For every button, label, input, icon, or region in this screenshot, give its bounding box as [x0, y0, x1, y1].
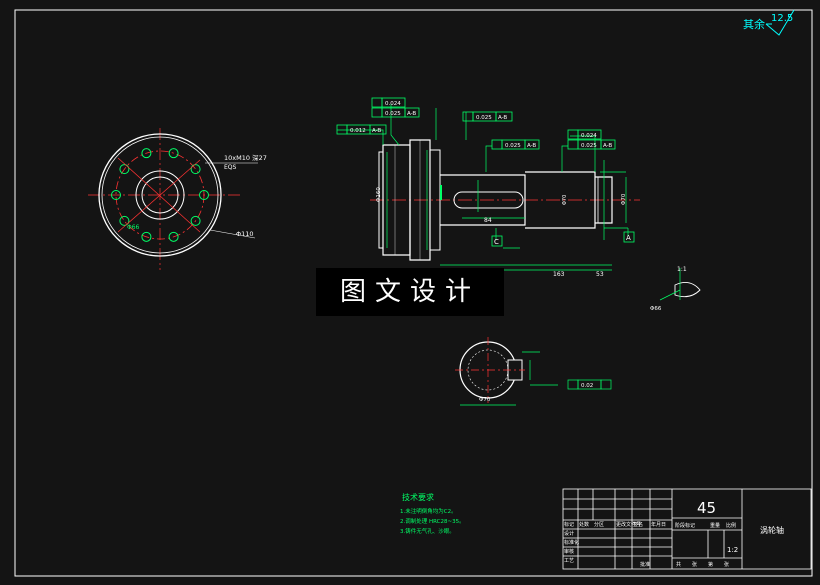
roughness-symbol: 其余 12.5: [743, 9, 795, 36]
title-block-stage-label: 阶段标记: [675, 522, 695, 529]
section-diameter: Φ70: [479, 397, 491, 403]
datum-a: A: [626, 234, 631, 242]
title-block-header-cell: 处数: [579, 521, 589, 528]
title-block-row-label: 审核: [564, 548, 574, 555]
shaft-side-view: 0.024 0.025 A-B 0.012 A-B 0.025 A-B 0.02…: [336, 97, 640, 278]
title-block: [562, 488, 812, 570]
tol-runout-3: 0.024: [581, 133, 597, 139]
tol-perp: 0.025: [476, 115, 492, 121]
technical-notes: 技术要求 1.未注明倒角均为C2。 2.调制处理 HRC28~35。 3.铸件无…: [400, 492, 465, 535]
drawing-frame: [14, 9, 813, 577]
bolt-hole-callout: 10xM10 深27: [224, 153, 267, 162]
tol-runout-2: 0.025: [385, 111, 401, 117]
title-block-header-cell: 签名: [633, 521, 643, 528]
material-text: 45: [697, 499, 716, 517]
scale-text: 1:2: [727, 546, 738, 554]
roughness-value: 12.5: [771, 13, 793, 24]
section-view: Φ70 0.02: [455, 337, 612, 406]
title-block-sheet-label: 张: [724, 561, 729, 568]
tol-flatness: 0.012: [350, 128, 366, 134]
title-block-stage-label: 重量: [710, 522, 720, 529]
note-item-1: 1.未注明倒角均为C2。: [400, 507, 457, 515]
bolt-hole-pattern: [111, 148, 209, 242]
roughness-label: 其余: [743, 17, 765, 31]
tol-runout-4: 0.025: [581, 143, 597, 149]
title-block-row-label: 标准化: [564, 539, 579, 546]
detail-scale: 1:1: [677, 266, 687, 273]
bolt-hole: [190, 164, 201, 175]
title-block-header-cell: 年月日: [651, 521, 666, 528]
title-block-header-cell: 更改文件号: [616, 521, 641, 528]
dim-53: 53: [596, 271, 604, 278]
part-name-text: 涡轮轴: [760, 525, 784, 535]
detail-label: Φ66: [650, 306, 662, 312]
tol-datum-ab-5: A-B: [603, 143, 612, 149]
bolt-hole: [141, 148, 152, 159]
title-block-text: 标记处数分区 更改文件号签名 年月日设计标准化审核工艺批准 阶段标记 重量比例共 张 第 张: [564, 521, 736, 568]
section-tolerance: 0.02: [581, 383, 593, 389]
flange-diameter-dim: Φ160: [376, 187, 382, 202]
tol-datum-ab-1: A-B: [407, 111, 416, 117]
bolt-eqs-note: EQS: [224, 164, 237, 171]
title-block-sheet-label: 共: [676, 561, 681, 568]
detail-view: Φ66 1:1: [650, 266, 701, 312]
title-block-sheet-label: 第: [708, 561, 713, 568]
note-item-2: 2.调制处理 HRC28~35。: [400, 517, 465, 525]
end-view: 10xM10 深27 EQS Φ110 Φ66: [88, 128, 267, 270]
tol-datum-ab-3: A-B: [498, 115, 507, 121]
hole-note: Φ66: [127, 224, 140, 231]
note-item-3: 3.铸件无气孔、沙眼。: [400, 527, 455, 535]
tol-coax: 0.025: [505, 143, 521, 149]
title-block-stage-label: 比例: [726, 522, 736, 529]
title-block-sheet-label: 张: [692, 561, 697, 568]
bolt-hole: [190, 215, 201, 226]
tol-datum-ab-4: A-B: [527, 143, 536, 149]
title-block-header-cell: 分区: [594, 521, 604, 528]
tol-runout-1: 0.024: [385, 101, 401, 107]
title-block-header-cell: 标记: [564, 521, 574, 528]
bolt-hole: [111, 190, 121, 200]
title-block-row-label: 批准: [640, 561, 650, 568]
bolt-hole: [199, 190, 209, 200]
bolt-hole: [168, 231, 179, 242]
body-diameter-dim: Φ70: [621, 193, 627, 205]
bolt-hole: [141, 231, 152, 242]
bolt-hole: [119, 164, 130, 175]
keyway-length-dim: 84: [484, 217, 492, 224]
tol-datum-ab-2: A-B: [372, 128, 381, 134]
title-block-row-label: 工艺: [564, 558, 574, 564]
pcd-dimension: Φ110: [236, 230, 254, 238]
datum-c: C: [494, 238, 499, 246]
shaft-diameter-dim: Φ70: [562, 195, 568, 205]
notes-title: 技术要求: [402, 492, 434, 502]
title-block-row-label: 设计: [564, 530, 574, 537]
bolt-hole: [119, 215, 130, 226]
bolt-hole: [168, 148, 179, 159]
length-main-dim: 163: [553, 271, 565, 278]
watermark: 图文设计: [316, 268, 504, 316]
